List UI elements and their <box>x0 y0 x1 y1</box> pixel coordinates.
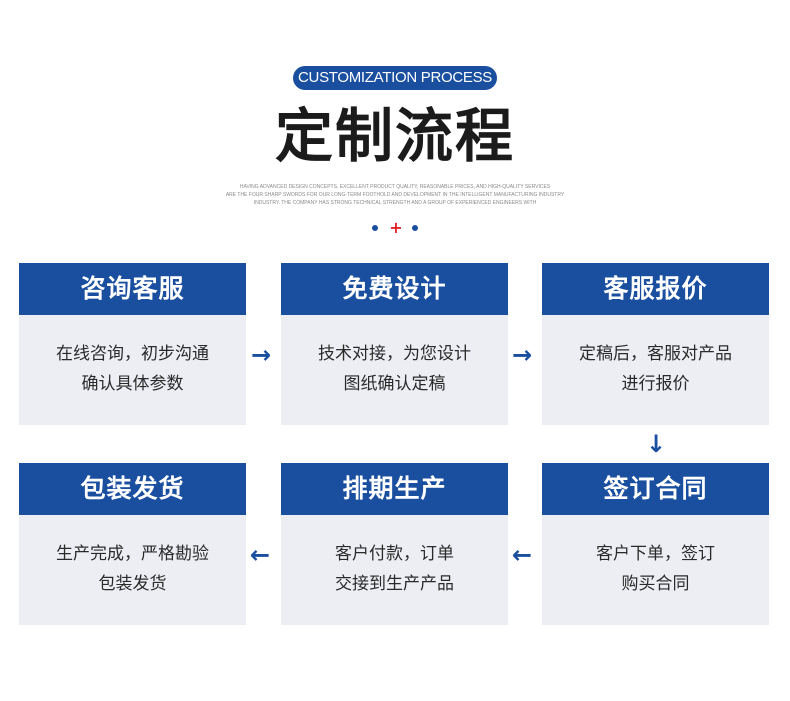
step-description-line: 确认具体参数 <box>81 374 184 394</box>
subtitle-line-1: HAVING ADVANCED DESIGN CONCEPTS, EXCELLE… <box>239 184 551 190</box>
step-card-quote: 客服报价 定稿后，客服对产品 进行报价 <box>542 263 769 425</box>
arrow-down-icon: ↓ <box>645 430 667 458</box>
subtitle-line-3: INDUSTRY. THE COMPANY HAS STRONG TECHNIC… <box>253 200 537 206</box>
step-description-line: 技术对接，为您设计 <box>318 344 471 364</box>
step-description: 技术对接，为您设计 图纸确认定稿 <box>285 339 504 399</box>
step-description-line: 在线咨询，初步沟通 <box>56 344 209 364</box>
step-description: 在线咨询，初步沟通 确认具体参数 <box>23 339 242 399</box>
step-description-line: 进行报价 <box>621 374 690 394</box>
step-description-line: 定稿后，客服对产品 <box>579 344 732 364</box>
step-title: 包装发货 <box>19 463 246 515</box>
step-description-line: 客户下单，签订 <box>596 544 715 564</box>
page-title: 定制流程 <box>274 102 515 170</box>
arrow-right-icon: → <box>511 341 533 369</box>
step-card-production: 排期生产 客户付款，订单 交接到生产产品 <box>281 463 508 625</box>
subtitle-text: HAVING ADVANCED DESIGN CONCEPTS, EXCELLE… <box>200 183 590 207</box>
step-description-line: 包装发货 <box>98 574 167 594</box>
arrow-left-icon: ← <box>511 541 533 569</box>
step-description-line: 生产完成，严格勘验 <box>56 544 209 564</box>
subtitle-line-2: ARE THE FOUR SHARP SWORDS FOR OUR LONG-T… <box>225 192 565 198</box>
divider-decoration: + <box>368 218 424 238</box>
divider-dot-right <box>412 225 418 231</box>
arrow-left-icon: ← <box>249 541 271 569</box>
customization-process-badge: CUSTOMIZATION PROCESS <box>293 66 497 90</box>
step-description: 生产完成，严格勘验 包装发货 <box>23 539 242 599</box>
step-card-design: 免费设计 技术对接，为您设计 图纸确认定稿 <box>281 263 508 425</box>
step-title: 免费设计 <box>281 263 508 315</box>
step-description: 客户下单，签订 购买合同 <box>546 539 765 599</box>
step-card-shipping: 包装发货 生产完成，严格勘验 包装发货 <box>19 463 246 625</box>
step-card-consult: 咨询客服 在线咨询，初步沟通 确认具体参数 <box>19 263 246 425</box>
step-title: 咨询客服 <box>19 263 246 315</box>
step-description: 定稿后，客服对产品 进行报价 <box>546 339 765 399</box>
divider-dot-left <box>372 225 378 231</box>
step-title: 排期生产 <box>281 463 508 515</box>
step-description-line: 交接到生产产品 <box>335 574 454 594</box>
step-card-contract: 签订合同 客户下单，签订 购买合同 <box>542 463 769 625</box>
step-description: 客户付款，订单 交接到生产产品 <box>285 539 504 599</box>
step-description-line: 购买合同 <box>621 574 690 594</box>
step-title: 签订合同 <box>542 463 769 515</box>
arrow-right-icon: → <box>250 341 272 369</box>
plus-icon: + <box>389 218 403 237</box>
step-description-line: 客户付款，订单 <box>335 544 454 564</box>
step-description-line: 图纸确认定稿 <box>343 374 446 394</box>
step-title: 客服报价 <box>542 263 769 315</box>
